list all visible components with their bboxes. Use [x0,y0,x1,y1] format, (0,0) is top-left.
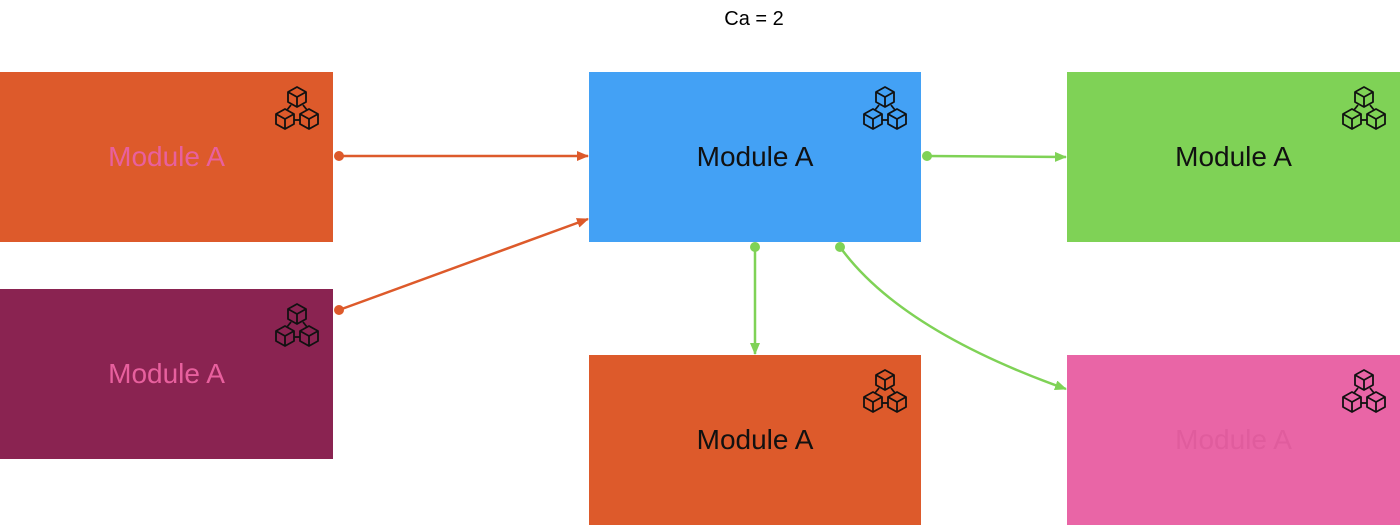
cubes-icon [861,367,909,415]
cubes-icon [1340,367,1388,415]
module-node-top-left[interactable]: Module A [0,72,333,242]
module-label: Module A [696,424,814,455]
cubes-icon [861,84,909,132]
cubes-icon [273,301,321,349]
module-node-bottom-left[interactable]: Module A [0,289,333,459]
cubes-icon [1340,84,1388,132]
edge-center-to-bottom [750,242,760,355]
module-node-right[interactable]: Module A [1067,72,1400,242]
edge-center-to-right [922,151,1067,162]
module-label: Module A [1175,424,1292,455]
module-node-bottom[interactable]: Module A [589,355,921,525]
module-label: Module A [108,358,225,389]
module-node-center[interactable]: Module A [589,72,921,242]
diagram-title: Ca = 2 [724,8,784,30]
cubes-icon [273,84,321,132]
module-node-bottom-right[interactable]: Module A [1067,355,1400,525]
module-label: Module A [108,141,225,172]
edge-topleft-to-center [334,151,589,161]
module-label: Module A [1175,141,1292,172]
module-label: Module A [696,141,814,172]
edge-bottomleft-to-center [334,217,589,315]
